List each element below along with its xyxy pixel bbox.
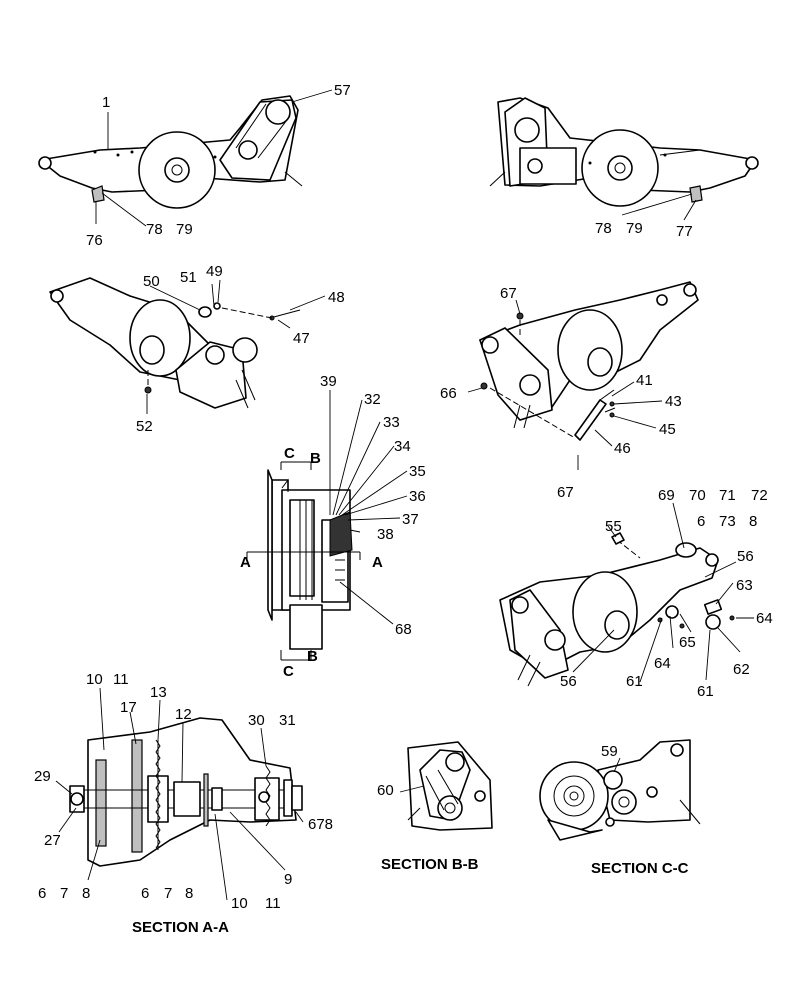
exploded-view-right: [479, 281, 699, 441]
callout-57: 57: [334, 82, 351, 99]
callout-59: 59: [601, 743, 618, 760]
callout-33: 33: [383, 414, 400, 431]
callout-10: 10: [86, 671, 103, 688]
callout-70: 70: [689, 487, 706, 504]
callout-71: 71: [719, 487, 736, 504]
callout-69: 69: [658, 487, 675, 504]
exploded-view-left: [49, 277, 301, 409]
callout-41: 41: [636, 372, 653, 389]
callout-63: 63: [736, 577, 753, 594]
callout-39: 39: [320, 373, 337, 390]
callout-11: 11: [113, 671, 129, 688]
callout-27: 27: [44, 832, 61, 849]
callout-37: 37: [402, 511, 419, 528]
callout-48: 48: [328, 289, 345, 306]
callout-55: 55: [605, 518, 622, 535]
section-mark-a-right: A: [372, 554, 383, 571]
callout-76: 76: [86, 232, 103, 249]
callout-78: 78: [146, 221, 163, 238]
section-c-c-title: SECTION C-C: [591, 860, 689, 877]
section-mark-c-top: C: [284, 445, 295, 462]
center-assembly-view: [267, 469, 353, 650]
callout-62: 62: [733, 661, 750, 678]
callout-61: 61: [626, 673, 643, 690]
callout-8: 8: [185, 885, 193, 902]
callout-8: 8: [82, 885, 90, 902]
callout-38: 38: [377, 526, 394, 543]
callout-77: 77: [676, 223, 693, 240]
callout-7: 7: [60, 885, 68, 902]
callout-6: 6: [697, 513, 705, 530]
callout-30: 30: [248, 712, 265, 729]
callout-43: 43: [665, 393, 682, 410]
section-a-a-view: [69, 717, 303, 867]
callout-79: 79: [176, 221, 193, 238]
callout-34: 34: [394, 438, 411, 455]
callout-35: 35: [409, 463, 426, 480]
callout-78: 78: [595, 220, 612, 237]
section-a-a-title: SECTION A-A: [132, 919, 229, 936]
callout-51: 51: [180, 269, 197, 286]
callout-678: 678: [308, 816, 333, 833]
callout-31: 31: [279, 712, 296, 729]
exploded-view-lower-right: [499, 532, 735, 687]
arm-view-left: [38, 95, 303, 209]
callout-64: 64: [654, 655, 671, 672]
callout-64: 64: [756, 610, 773, 627]
callout-6: 6: [141, 885, 149, 902]
callout-47: 47: [293, 330, 310, 347]
section-mark-b-bottom: B: [307, 648, 318, 665]
callout-50: 50: [143, 273, 160, 290]
section-b-b-view: [407, 741, 493, 831]
callout-13: 13: [150, 684, 167, 701]
section-mark-c-bottom: C: [283, 663, 294, 680]
callout-56: 56: [737, 548, 754, 565]
section-mark-b-top: B: [310, 450, 321, 467]
callout-17: 17: [120, 699, 137, 716]
arm-view-right: [489, 97, 759, 207]
callout-12: 12: [175, 706, 192, 723]
callout-6: 6: [38, 885, 46, 902]
callout-60: 60: [377, 782, 394, 799]
callout-67: 67: [500, 285, 517, 302]
callout-1: 1: [102, 94, 110, 111]
callout-29: 29: [34, 768, 51, 785]
callout-45: 45: [659, 421, 676, 438]
callout-61: 61: [697, 683, 714, 700]
section-mark-a-left: A: [240, 554, 251, 571]
callout-73: 73: [719, 513, 736, 530]
callout-36: 36: [409, 488, 426, 505]
callout-11: 11: [265, 895, 281, 912]
callout-65: 65: [679, 634, 696, 651]
section-c-c-view: [539, 739, 701, 841]
callout-52: 52: [136, 418, 153, 435]
callout-68: 68: [395, 621, 412, 638]
callout-10: 10: [231, 895, 248, 912]
callout-32: 32: [364, 391, 381, 408]
callout-49: 49: [206, 263, 223, 280]
callout-66: 66: [440, 385, 457, 402]
callout-67: 67: [557, 484, 574, 501]
section-b-b-title: SECTION B-B: [381, 856, 479, 873]
callout-46: 46: [614, 440, 631, 457]
callout-79: 79: [626, 220, 643, 237]
callout-72: 72: [751, 487, 768, 504]
callout-56: 56: [560, 673, 577, 690]
callout-8: 8: [749, 513, 757, 530]
callout-9: 9: [284, 871, 292, 888]
callout-7: 7: [164, 885, 172, 902]
